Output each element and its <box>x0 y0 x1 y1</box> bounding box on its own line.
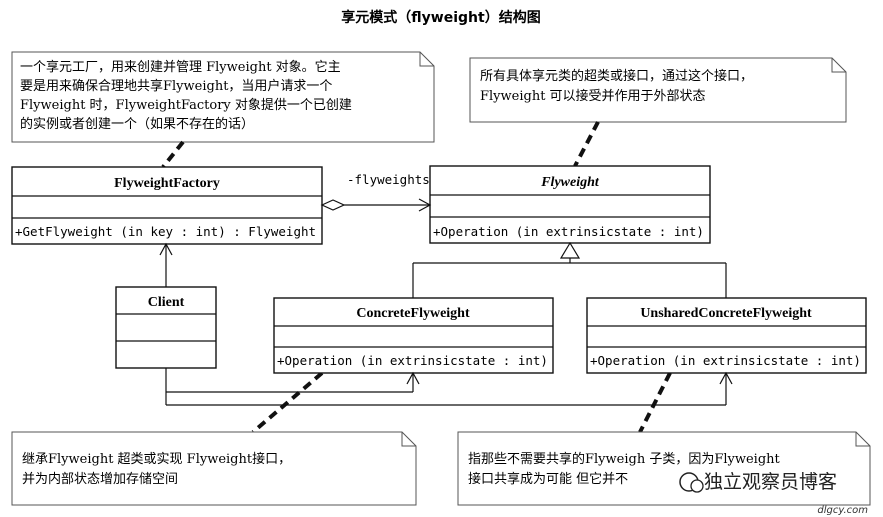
class-flyweight-factory-operation: +GetFlyweight (in key : int) : Flyweight <box>15 224 316 239</box>
class-client-name: Client <box>148 295 185 310</box>
client-to-flyweights-association <box>165 368 733 406</box>
watermark-url: dlgcy.com <box>817 505 868 516</box>
note-concrete-line-1: 继承Flyweight 超类或实现 Flyweight接口， <box>22 451 291 467</box>
class-client: Client <box>115 286 217 369</box>
note-factory-line-4: 的实例或者创建一个（如果不存在的话） <box>20 116 254 132</box>
class-flyweight-factory: FlyweightFactory +GetFlyweight (in key :… <box>11 166 323 245</box>
class-flyweight-operation: +Operation (in extrinsicstate : int) <box>433 224 704 239</box>
class-unshared-concrete-flyweight-operation: +Operation (in extrinsicstate : int) <box>590 353 861 368</box>
note-flyweight-line-1: 所有具体享元类的超类或接口，通过这个接口， <box>480 68 753 84</box>
class-flyweight-name: Flyweight <box>540 175 600 190</box>
note-unshared-line-2: 接口共享成为可能 但它并不 <box>468 471 628 487</box>
note-factory-connector <box>161 140 185 169</box>
note-factory: 一个享元工厂，用来创建并管理 Flyweight 对象。它主 要是用来确保合理地… <box>11 51 435 143</box>
note-unshared-connector <box>638 372 672 433</box>
note-unshared: 指那些不需要共享的Flyweigh 子类，因为Flyweight 接口共享成为可… <box>457 431 871 506</box>
note-flyweight: 所有具体享元类的超类或接口，通过这个接口， Flyweight 可以接受并作用于… <box>469 57 847 123</box>
class-concrete-flyweight-operation: +Operation (in extrinsicstate : int) <box>277 353 548 368</box>
generalization-to-flyweight <box>412 241 727 298</box>
class-concrete-flyweight: ConcreteFlyweight +Operation (in extrins… <box>273 297 554 374</box>
class-concrete-flyweight-name: ConcreteFlyweight <box>356 306 470 321</box>
class-unshared-concrete-flyweight-name: UnsharedConcreteFlyweight <box>640 306 812 321</box>
note-factory-line-2: 要是用来确保合理地共享Flyweight，当用户请求一个 <box>20 78 332 94</box>
diagram-title: 享元模式（flyweight）结构图 <box>341 9 540 26</box>
association-label: -flyweights <box>347 172 430 187</box>
watermark: 独立观察员博客 dlgcy.com <box>679 471 868 516</box>
note-concrete: 继承Flyweight 超类或实现 Flyweight接口， 并为内部状态增加存… <box>11 431 417 506</box>
note-unshared-line-1: 指那些不需要共享的Flyweigh 子类，因为Flyweight <box>468 451 781 467</box>
class-flyweight: Flyweight +Operation (in extrinsicstate … <box>429 165 711 244</box>
note-factory-line-1: 一个享元工厂，用来创建并管理 Flyweight 对象。它主 <box>20 59 341 75</box>
note-factory-line-3: Flyweight 时，FlyweightFactory 对象提供一个已创建 <box>20 97 352 113</box>
aggregation-diamond <box>320 199 346 211</box>
note-flyweight-connector <box>573 121 600 167</box>
class-flyweight-factory-name: FlyweightFactory <box>114 176 220 191</box>
note-flyweight-line-2: Flyweight 可以接受并作用于外部状态 <box>480 88 706 104</box>
generalization-triangle <box>559 241 581 259</box>
note-concrete-connector <box>251 371 324 434</box>
watermark-text: 独立观察员博客 <box>704 471 837 493</box>
aggregation-factory-flyweights: -flyweights <box>320 172 432 212</box>
note-concrete-line-2: 并为内部状态增加存储空间 <box>22 471 178 487</box>
class-unshared-concrete-flyweight: UnsharedConcreteFlyweight +Operation (in… <box>586 297 867 374</box>
